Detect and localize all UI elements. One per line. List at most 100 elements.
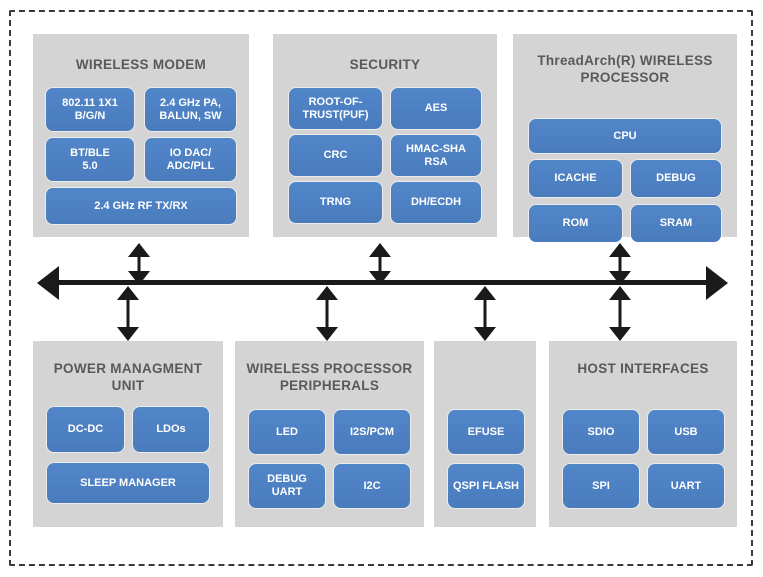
- connector-arrow-threadarch: [609, 243, 631, 285]
- block-label: CPU: [613, 129, 637, 142]
- block-trng[interactable]: TRNG: [289, 182, 382, 223]
- block-crc[interactable]: CRC: [289, 135, 382, 176]
- block-label: ROM: [562, 217, 589, 229]
- block-label: DC-DC: [67, 423, 104, 435]
- group-panel-wireless-processor-peripherals: WIRELESS PROCESSOR PERIPHERALS LED I2S/P…: [235, 341, 424, 527]
- block-label: 2.4 GHz PA, BALUN, SW: [159, 96, 222, 122]
- block-led[interactable]: LED: [249, 410, 325, 454]
- block-cpu[interactable]: CPU: [529, 119, 721, 153]
- block-debug-uart[interactable]: DEBUG UART: [249, 464, 325, 508]
- block-debug[interactable]: DEBUG: [631, 160, 721, 197]
- group-panel-host-interfaces: HOST INTERFACES SDIO USB SPI UART: [549, 341, 737, 527]
- block-label: SPI: [592, 479, 610, 492]
- group-panel-security: SECURITY ROOT-OF- TRUST(PUF) AES CRC HMA…: [273, 34, 497, 237]
- group-title-security: SECURITY: [349, 57, 421, 72]
- block-label: I2C: [363, 479, 381, 492]
- block-label: QSPI FLASH: [452, 479, 519, 492]
- arrow-shaft: [325, 294, 329, 334]
- block-bt-ble-5-0[interactable]: BT/BLE 5.0: [46, 138, 134, 181]
- block-802-11-1x1-bgn[interactable]: 802.11 1X1 B/G/N: [46, 88, 134, 131]
- block-label: I2S/PCM: [349, 425, 394, 438]
- block-spi[interactable]: SPI: [563, 464, 639, 508]
- block-dc-dc[interactable]: DC-DC: [47, 407, 124, 452]
- block-label: ROOT-OF- TRUST(PUF): [302, 95, 369, 121]
- arrowhead-up-icon: [316, 286, 338, 300]
- block-2-4ghz-pa-balun-sw[interactable]: 2.4 GHz PA, BALUN, SW: [145, 88, 236, 131]
- block-dh-ecdh[interactable]: DH/ECDH: [391, 182, 481, 223]
- block-qspi-flash[interactable]: QSPI FLASH: [448, 464, 524, 508]
- block-sram[interactable]: SRAM: [631, 205, 721, 242]
- block-label: ICACHE: [554, 172, 597, 184]
- block-aes[interactable]: AES: [391, 88, 481, 129]
- block-label: USB: [674, 425, 698, 438]
- block-efuse[interactable]: EFUSE: [448, 410, 524, 454]
- diagram-outer-frame: [9, 10, 753, 566]
- connector-arrow-power-managment-unit: [117, 286, 139, 341]
- block-sdio[interactable]: SDIO: [563, 410, 639, 454]
- group-title-threadarch-wireless-processor: ThreadArch(R) WIRELESS PROCESSOR: [537, 53, 713, 85]
- block-label: DH/ECDH: [410, 196, 462, 208]
- arrowhead-up-icon: [609, 243, 631, 257]
- connector-arrow-host-interfaces: [609, 286, 631, 341]
- arrow-shaft: [126, 294, 130, 334]
- connector-arrow-memory-fuse: [474, 286, 496, 341]
- block-label: EFUSE: [467, 425, 505, 438]
- group-panel-memory-fuse: EFUSE QSPI FLASH: [434, 341, 536, 527]
- block-sleep-manager[interactable]: SLEEP MANAGER: [47, 463, 209, 503]
- block-io-dac-adc-pll[interactable]: IO DAC/ ADC/PLL: [145, 138, 236, 181]
- block-label: DEBUG UART: [267, 473, 307, 498]
- arrowhead-up-icon: [609, 286, 631, 300]
- group-panel-wireless-modem: WIRELESS MODEM 802.11 1X1 B/G/N 2.4 GHz …: [33, 34, 249, 237]
- group-panel-power-managment-unit: POWER MANAGMENT UNIT DC-DC LDOs SLEEP MA…: [33, 341, 223, 527]
- block-ldos[interactable]: LDOs: [133, 407, 209, 452]
- block-icache[interactable]: ICACHE: [529, 160, 622, 197]
- block-rom[interactable]: ROM: [529, 205, 622, 242]
- arrowhead-up-icon: [474, 286, 496, 300]
- block-label: SDIO: [587, 425, 615, 438]
- block-2-4ghz-rf-tx-rx[interactable]: 2.4 GHz RF TX/RX: [46, 188, 236, 224]
- block-usb[interactable]: USB: [648, 410, 724, 454]
- group-title-host-interfaces: HOST INTERFACES: [577, 361, 709, 376]
- block-label: SRAM: [659, 217, 693, 229]
- block-hmac-sha-rsa[interactable]: HMAC-SHA RSA: [391, 135, 481, 176]
- block-i2s-pcm[interactable]: I2S/PCM: [334, 410, 410, 454]
- block-label: BT/BLE 5.0: [70, 146, 110, 172]
- block-label: DEBUG: [656, 172, 696, 184]
- group-title-wireless-modem: WIRELESS MODEM: [75, 57, 207, 72]
- block-label: IO DAC/ ADC/PLL: [166, 146, 215, 172]
- block-label: CRC: [323, 149, 348, 161]
- block-label: HMAC-SHA RSA: [406, 142, 466, 168]
- arrow-shaft: [618, 294, 622, 334]
- block-label: UART: [670, 479, 702, 492]
- arrowhead-down-icon: [316, 327, 338, 341]
- block-label: SLEEP MANAGER: [80, 476, 176, 489]
- block-label: TRNG: [319, 196, 352, 208]
- block-label: LDOs: [156, 423, 186, 435]
- arrowhead-up-icon: [117, 286, 139, 300]
- block-uart[interactable]: UART: [648, 464, 724, 508]
- arrowhead-up-icon: [369, 243, 391, 257]
- group-panel-threadarch-wireless-processor: ThreadArch(R) WIRELESS PROCESSOR CPU ICA…: [513, 34, 737, 242]
- bus-arrow-right-icon: [706, 266, 728, 300]
- group-title-wireless-processor-peripherals: WIRELESS PROCESSOR PERIPHERALS: [246, 361, 413, 393]
- system-bus-line: [58, 280, 707, 285]
- connector-arrow-security: [369, 243, 391, 285]
- block-root-of-trust-puf[interactable]: ROOT-OF- TRUST(PUF): [289, 88, 382, 129]
- bus-arrow-left-icon: [37, 266, 59, 300]
- block-label: 2.4 GHz RF TX/RX: [94, 199, 188, 212]
- connector-arrow-wireless-modem: [128, 243, 150, 285]
- group-title-power-managment-unit: POWER MANAGMENT UNIT: [53, 361, 203, 393]
- arrow-shaft: [483, 294, 487, 334]
- arrowhead-up-icon: [128, 243, 150, 257]
- block-label: 802.11 1X1 B/G/N: [62, 96, 118, 122]
- connector-arrow-wireless-processor-peripherals: [316, 286, 338, 341]
- block-i2c[interactable]: I2C: [334, 464, 410, 508]
- arrowhead-down-icon: [609, 327, 631, 341]
- arrow-shaft: [137, 251, 141, 285]
- arrow-shaft: [378, 251, 382, 285]
- arrowhead-down-icon: [474, 327, 496, 341]
- arrow-shaft: [618, 251, 622, 285]
- block-label: LED: [276, 425, 298, 438]
- block-label: AES: [424, 102, 448, 114]
